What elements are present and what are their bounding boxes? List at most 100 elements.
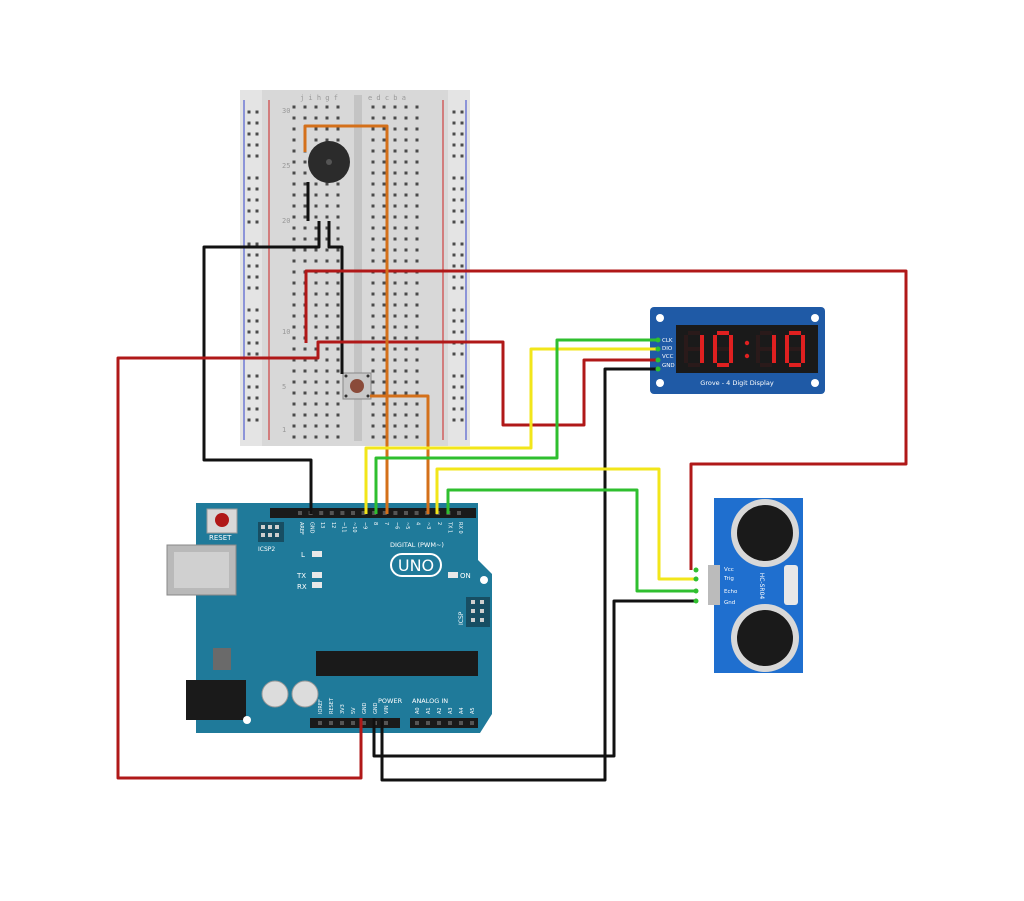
rail-hole (460, 396, 464, 400)
breadboard-hole (336, 127, 340, 131)
icsp2-label: ICSP2 (258, 546, 275, 553)
rail-hole (247, 264, 251, 268)
wire-endpoints (655, 337, 699, 604)
breadboard-hole (404, 358, 408, 362)
segment-e (684, 349, 688, 363)
breadboard-hole (336, 391, 340, 395)
rail-hole (452, 242, 456, 246)
analog-pin-label: A2 (437, 707, 443, 714)
breadboard-hole (382, 248, 386, 252)
breadboard-hole (415, 116, 419, 120)
rail-hole (255, 286, 259, 290)
breadboard-hole (314, 435, 318, 439)
rail-hole (460, 176, 464, 180)
segment-f (785, 335, 789, 349)
rail-hole (460, 242, 464, 246)
breadboard-hole (314, 248, 318, 252)
breadboard-hole (325, 292, 329, 296)
rail-hole (460, 330, 464, 334)
breadboard-hole (292, 226, 296, 230)
power-pin-hole (351, 721, 355, 725)
breadboard-hole (382, 292, 386, 296)
rail-hole (452, 319, 456, 323)
breadboard-hole (325, 435, 329, 439)
breadboard-hole (336, 182, 340, 186)
breadboard-hole (404, 193, 408, 197)
rail-hole (460, 418, 464, 422)
breadboard-hole (404, 116, 408, 120)
wire-green-echo (446, 488, 696, 593)
rail-hole (460, 385, 464, 389)
rail-hole (255, 209, 259, 213)
breadboard-hole (415, 402, 419, 406)
rail-hole (452, 407, 456, 411)
breadboard-hole (314, 336, 318, 340)
segment-f (713, 335, 717, 349)
breadboard-hole (314, 358, 318, 362)
breadboard-hole (292, 358, 296, 362)
breadboard-hole (292, 116, 296, 120)
breadboard-hole (325, 391, 329, 395)
breadboard-hole (325, 358, 329, 362)
breadboard-hole (325, 215, 329, 219)
breadboard-hole (404, 369, 408, 373)
breadboard-hole (371, 105, 375, 109)
colon-dot (744, 340, 750, 346)
sensor-pin-header (708, 565, 720, 605)
rail-hole (452, 176, 456, 180)
breadboard-hole (404, 314, 408, 318)
breadboard-hole (393, 303, 397, 307)
rail-hole (247, 319, 251, 323)
breadboard-hole (314, 182, 318, 186)
breadboard-hole (382, 160, 386, 164)
breadboard-hole (415, 413, 419, 417)
seven-segment-digits (684, 331, 805, 367)
breadboard-hole (404, 413, 408, 417)
segment-b (801, 335, 805, 349)
icsp2-pin (268, 525, 272, 529)
breadboard-hole (393, 127, 397, 131)
breadboard-hole (393, 182, 397, 186)
rail-hole (460, 220, 464, 224)
power-pin-label: RESET (329, 697, 335, 714)
breadboard-hole (404, 237, 408, 241)
breadboard-hole (415, 127, 419, 131)
breadboard-hole (314, 391, 318, 395)
breadboard-hole (314, 215, 318, 219)
breadboard-hole (393, 204, 397, 208)
breadboard-hole (382, 391, 386, 395)
breadboard-hole (336, 435, 340, 439)
icsp-pin (471, 600, 475, 604)
breadboard-hole (415, 314, 419, 318)
breadboard-hole (404, 402, 408, 406)
display-pin-label: GND (662, 363, 675, 369)
breadboard-hole (336, 204, 340, 208)
breadboard-hole (371, 171, 375, 175)
breadboard-hole (371, 116, 375, 120)
breadboard-hole (415, 336, 419, 340)
digital-pin-label: 4 (415, 522, 421, 525)
breadboard-hole (336, 314, 340, 318)
breadboard-hole (336, 424, 340, 428)
rail-hole (247, 176, 251, 180)
breadboard-hole (415, 369, 419, 373)
breadboard-hole (292, 160, 296, 164)
rail-hole (255, 198, 259, 202)
rail-hole (255, 341, 259, 345)
atmega-chip (316, 651, 478, 676)
rail-hole (452, 143, 456, 147)
push-button (342, 372, 372, 400)
wire-black-sensor-gnd (372, 599, 696, 758)
breadboard-hole (325, 369, 329, 373)
breadboard-hole (303, 215, 307, 219)
breadboard-hole (292, 391, 296, 395)
analog-pin-label: A0 (415, 707, 421, 714)
led-l (312, 551, 322, 557)
icsp-header (466, 597, 490, 627)
breadboard-hole (393, 138, 397, 142)
breadboard-hole (393, 171, 397, 175)
breadboard-hole (325, 402, 329, 406)
breadboard-hole (303, 424, 307, 428)
icsp2-pin (261, 525, 265, 529)
breadboard-hole (336, 402, 340, 406)
